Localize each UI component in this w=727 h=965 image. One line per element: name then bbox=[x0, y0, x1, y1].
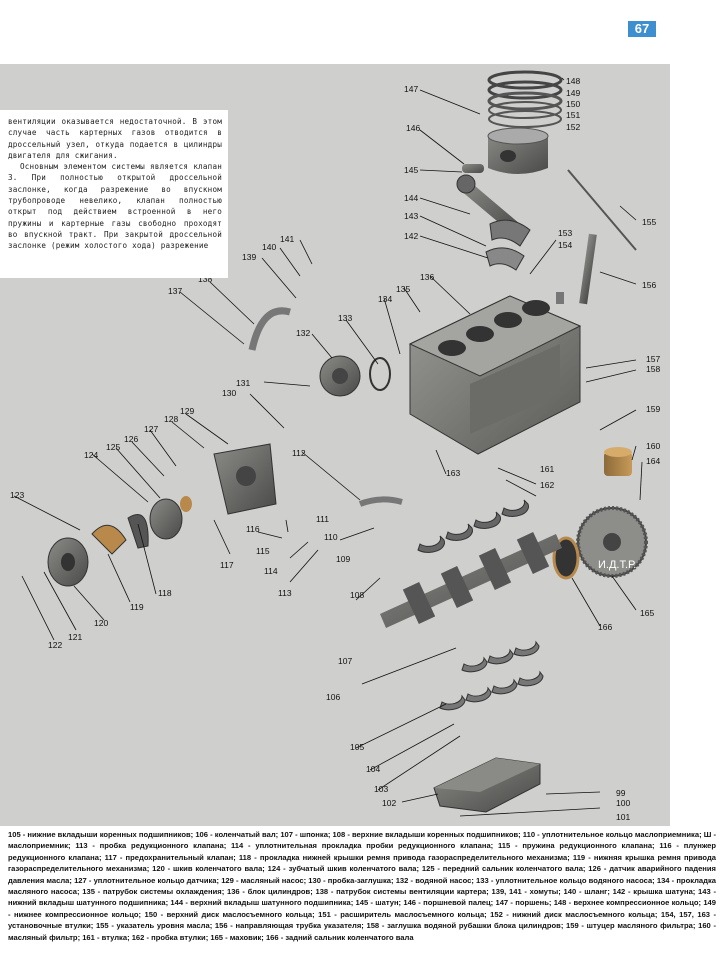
svg-text:160: 160 bbox=[646, 441, 660, 451]
cylinder-block bbox=[408, 295, 582, 455]
oil-dipstick bbox=[567, 169, 637, 251]
svg-text:117: 117 bbox=[220, 560, 234, 570]
svg-text:128: 128 bbox=[164, 414, 178, 424]
svg-text:152: 152 bbox=[566, 122, 580, 132]
svg-text:154: 154 bbox=[558, 240, 572, 250]
svg-text:153: 153 bbox=[558, 228, 572, 238]
oil-pickup bbox=[358, 496, 403, 507]
svg-text:101: 101 bbox=[616, 812, 630, 822]
svg-text:142: 142 bbox=[404, 231, 418, 241]
svg-text:114: 114 bbox=[264, 566, 278, 576]
svg-text:162: 162 bbox=[540, 480, 554, 490]
connecting-rod bbox=[456, 174, 531, 271]
svg-text:107: 107 bbox=[338, 656, 352, 666]
water-pump bbox=[319, 355, 391, 397]
svg-text:99: 99 bbox=[616, 788, 626, 798]
oil-pump bbox=[213, 443, 277, 515]
svg-text:105: 105 bbox=[350, 742, 364, 752]
body-paragraph-1: вентиляции оказывается недостаточной. В … bbox=[8, 117, 222, 160]
svg-text:159: 159 bbox=[646, 404, 660, 414]
svg-text:141: 141 bbox=[280, 234, 294, 244]
lower-timing-cover bbox=[91, 524, 127, 555]
watermark: И.Д.Т.Р. bbox=[598, 559, 636, 571]
svg-text:123: 123 bbox=[10, 490, 24, 500]
svg-text:158: 158 bbox=[646, 364, 660, 374]
svg-text:104: 104 bbox=[366, 764, 380, 774]
svg-text:111: 111 bbox=[316, 514, 329, 524]
svg-text:155: 155 bbox=[642, 217, 656, 227]
svg-text:112: 112 bbox=[292, 448, 306, 458]
svg-text:144: 144 bbox=[404, 193, 418, 203]
svg-text:122: 122 bbox=[48, 640, 62, 650]
svg-text:132: 132 bbox=[296, 328, 310, 338]
engine-drawing: 147 148 149 150 151 152 146 145 144 143 … bbox=[10, 70, 660, 822]
svg-text:151: 151 bbox=[566, 110, 580, 120]
svg-text:136: 136 bbox=[420, 272, 434, 282]
svg-text:118: 118 bbox=[158, 588, 172, 598]
exploded-engine-diagram: вентиляции оказывается недостаточной. В … bbox=[0, 64, 670, 826]
svg-text:143: 143 bbox=[404, 211, 418, 221]
piston bbox=[487, 127, 549, 174]
svg-text:133: 133 bbox=[338, 313, 352, 323]
svg-text:124: 124 bbox=[84, 450, 98, 460]
svg-text:163: 163 bbox=[446, 468, 460, 478]
piston-pin bbox=[462, 164, 484, 173]
body-text-block: вентиляции оказывается недостаточной. В … bbox=[0, 110, 228, 278]
part-labels: 147 148 149 150 151 152 146 145 144 143 … bbox=[10, 76, 660, 822]
svg-text:115: 115 bbox=[256, 546, 270, 556]
piston-rings bbox=[487, 70, 563, 128]
svg-text:131: 131 bbox=[236, 378, 250, 388]
svg-text:138: 138 bbox=[198, 274, 212, 284]
page-number: 67 bbox=[628, 21, 656, 37]
dipstick-tube bbox=[579, 233, 597, 305]
svg-text:126: 126 bbox=[124, 434, 138, 444]
svg-text:103: 103 bbox=[374, 784, 388, 794]
svg-text:127: 127 bbox=[144, 424, 158, 434]
svg-text:109: 109 bbox=[336, 554, 350, 564]
body-paragraph-2: Основным элементом системы является клап… bbox=[8, 162, 222, 251]
breather-pipe bbox=[248, 307, 291, 351]
svg-text:119: 119 bbox=[130, 602, 144, 612]
svg-text:100: 100 bbox=[616, 798, 630, 808]
svg-text:149: 149 bbox=[566, 88, 580, 98]
svg-text:113: 113 bbox=[278, 588, 292, 598]
svg-text:129: 129 bbox=[180, 406, 194, 416]
svg-text:164: 164 bbox=[646, 456, 660, 466]
svg-text:116: 116 bbox=[246, 524, 260, 534]
oil-pan bbox=[433, 757, 541, 813]
svg-text:165: 165 bbox=[640, 608, 654, 618]
svg-text:145: 145 bbox=[404, 165, 418, 175]
svg-text:139: 139 bbox=[242, 252, 256, 262]
crankshaft-pulleys bbox=[47, 496, 192, 587]
svg-text:157: 157 bbox=[646, 354, 660, 364]
cover-gasket bbox=[127, 514, 149, 549]
oil-filter bbox=[604, 447, 632, 476]
svg-text:110: 110 bbox=[324, 532, 338, 542]
svg-text:148: 148 bbox=[566, 76, 580, 86]
svg-text:140: 140 bbox=[262, 242, 276, 252]
svg-text:161: 161 bbox=[540, 464, 554, 474]
svg-text:137: 137 bbox=[168, 286, 182, 296]
svg-text:120: 120 bbox=[94, 618, 108, 628]
leader-lines bbox=[13, 77, 643, 817]
svg-text:130: 130 bbox=[222, 388, 236, 398]
crankshaft bbox=[380, 531, 562, 628]
figure-caption: 105 - нижние вкладыши коренных подшипник… bbox=[8, 830, 716, 942]
svg-text:147: 147 bbox=[404, 84, 418, 94]
svg-text:102: 102 bbox=[382, 798, 396, 808]
locating-sleeve bbox=[556, 292, 564, 304]
svg-text:156: 156 bbox=[642, 280, 656, 290]
upper-main-bearings bbox=[417, 499, 529, 553]
lower-main-bearings bbox=[439, 640, 544, 711]
svg-text:106: 106 bbox=[326, 692, 340, 702]
svg-text:166: 166 bbox=[598, 622, 612, 632]
svg-text:121: 121 bbox=[68, 632, 82, 642]
svg-text:146: 146 bbox=[406, 123, 420, 133]
svg-text:125: 125 bbox=[106, 442, 120, 452]
svg-text:108: 108 bbox=[350, 590, 364, 600]
svg-text:150: 150 bbox=[566, 99, 580, 109]
svg-text:134: 134 bbox=[378, 294, 392, 304]
svg-text:135: 135 bbox=[396, 284, 410, 294]
